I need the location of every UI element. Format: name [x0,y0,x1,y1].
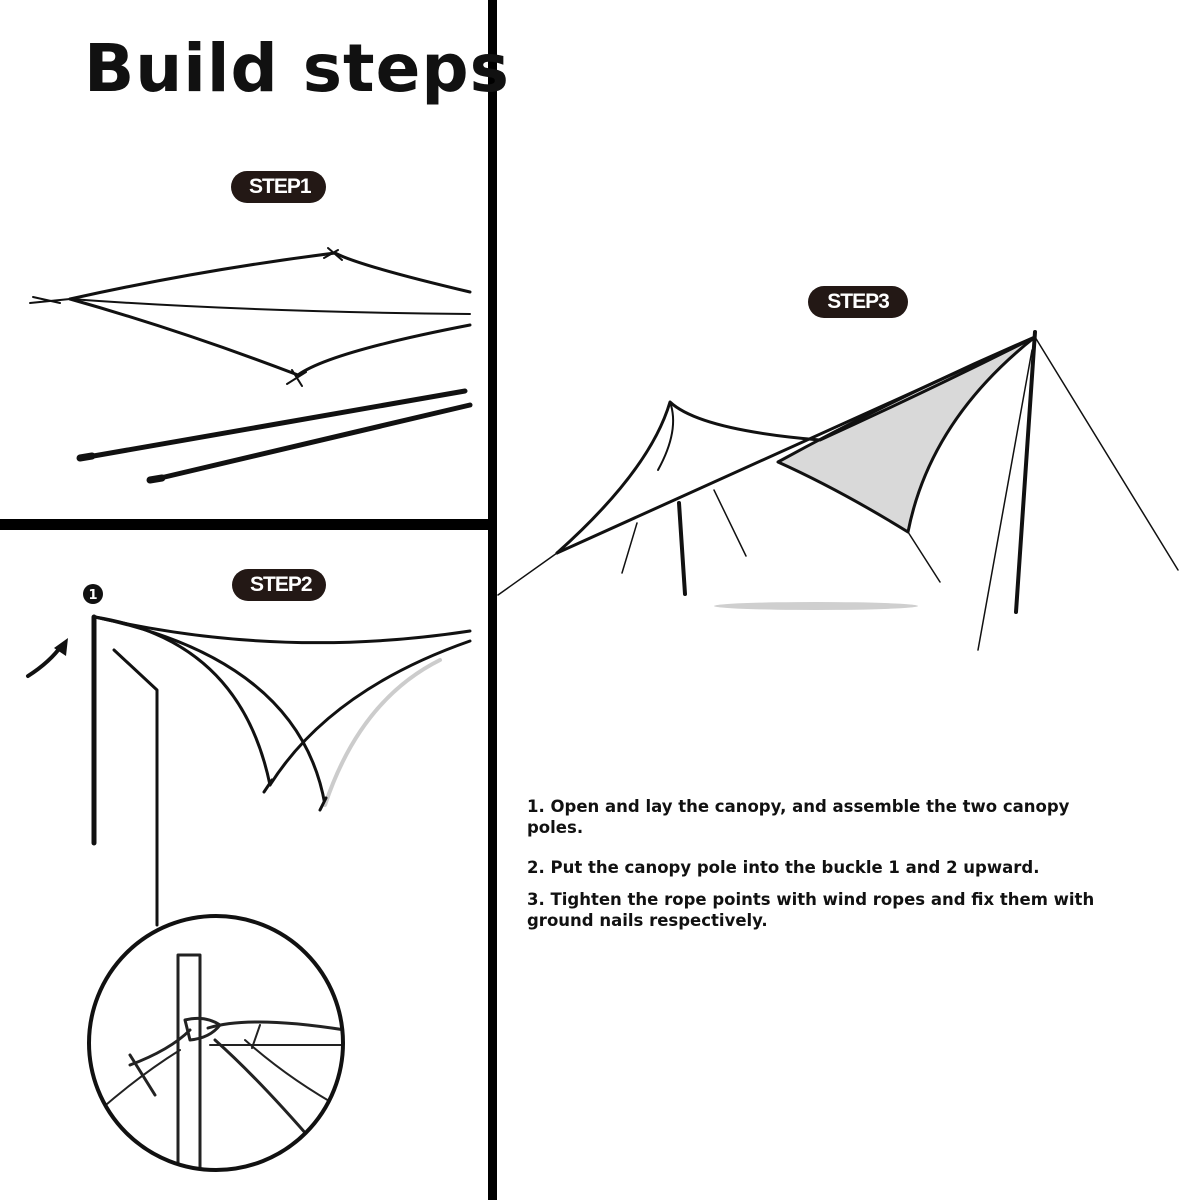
ground-shadow [714,602,918,610]
instruction-step3: 3. Tighten the rope points with wind rop… [527,890,1095,930]
horizontal-divider [0,519,490,530]
upward-arrow-icon [26,638,68,678]
step2-illustration [91,614,472,927]
step3-badge: STEP3 [808,286,908,318]
instructions: 1. Open and lay the canopy, and assemble… [527,796,1117,931]
step1-canopy-illustration [29,247,472,387]
step3-illustration [497,330,1179,651]
step2-badge: STEP2 [232,569,326,601]
instruction-step2: 2. Put the canopy pole into the buckle 1… [527,858,1040,877]
instruction-step1: 1. Open and lay the canopy, and assemble… [527,797,1070,837]
step1-badge: STEP1 [231,171,326,203]
buckle-marker-label: 1 [88,588,97,603]
buckle-detail-inset [87,914,345,1172]
page-title: Build steps [84,30,510,107]
step1-poles [76,388,473,484]
vertical-divider [488,0,497,1200]
buckle-marker: 1 [83,584,103,604]
